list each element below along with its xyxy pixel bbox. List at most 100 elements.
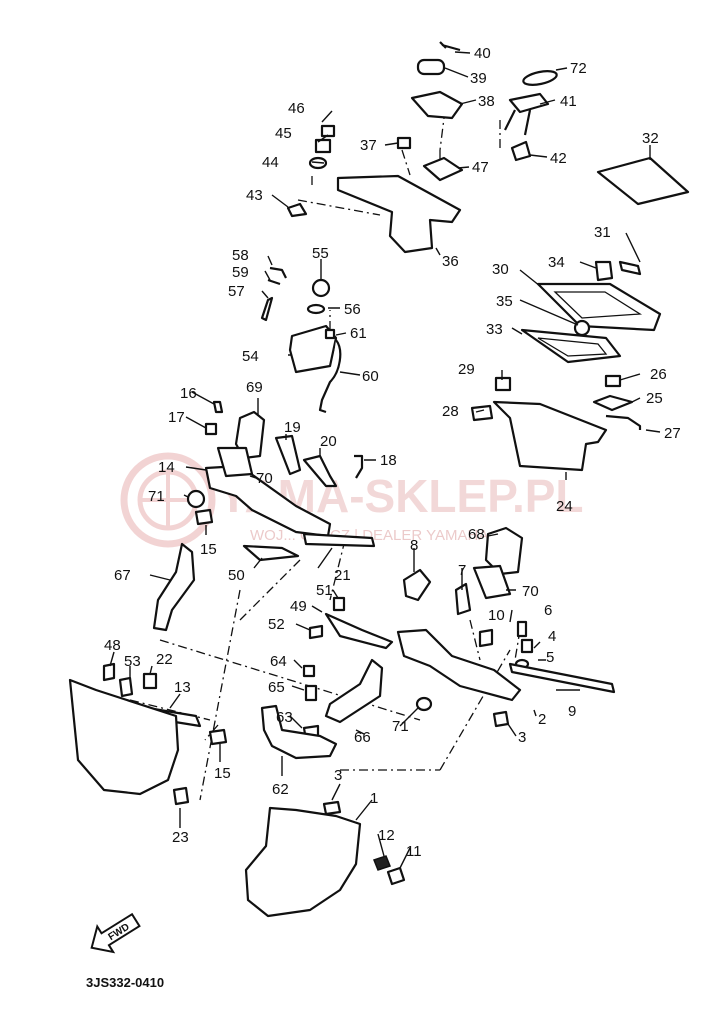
part-70-bracket-right: [472, 564, 512, 600]
callout-34: 34: [548, 254, 565, 271]
part-30-meter-cover: [536, 282, 662, 332]
part-6-bolt: [516, 620, 528, 638]
part-47-plate: [422, 156, 464, 182]
callout-1: 1: [370, 790, 378, 807]
part-21-rod: [302, 532, 376, 548]
part-36-main-bracket: [336, 174, 462, 254]
callout-25: 25: [646, 390, 663, 407]
part-24-meter-housing: [492, 400, 608, 472]
part-50-stay: [242, 544, 300, 562]
callout-45: 45: [275, 125, 292, 142]
part-54-tank: [288, 324, 338, 374]
callout-63: 63: [276, 709, 293, 726]
part-17-collar: [204, 422, 218, 436]
callout-57: 57: [228, 283, 245, 300]
callout-46: 46: [288, 100, 305, 117]
callout-3-lower: 3: [334, 767, 342, 784]
callout-66: 66: [354, 729, 371, 746]
part-9-rod: [508, 662, 616, 694]
part-18-bolt: [354, 454, 364, 479]
part-67-bracket: [152, 542, 196, 632]
callout-33: 33: [486, 321, 503, 338]
callout-42: 42: [550, 150, 567, 167]
fwd-arrow-icon: FWD: [90, 912, 141, 954]
part-10-collar: [478, 628, 494, 648]
part-19-bracket: [274, 434, 302, 476]
callout-23: 23: [172, 829, 189, 846]
callout-29: 29: [458, 361, 475, 378]
callout-62: 62: [272, 781, 289, 798]
part-71-grommet-right: [415, 696, 433, 712]
part-3-nut: [492, 710, 510, 728]
callout-28: 28: [442, 403, 459, 420]
part-31-spring: [618, 260, 642, 276]
part-1-cowl: [244, 806, 362, 918]
part-35-grommet: [573, 319, 591, 337]
callout-60: 60: [362, 368, 379, 385]
callout-53: 53: [124, 653, 141, 670]
part-41-bracket: [504, 92, 550, 136]
upper-bracket-group: [286, 41, 690, 254]
callout-59: 59: [232, 264, 249, 281]
part-8-stay: [402, 568, 432, 602]
lower-center-group: [244, 658, 406, 918]
callout-5: 5: [546, 649, 554, 666]
part-61-fitting: [324, 328, 336, 340]
part-34-knob: [594, 260, 614, 282]
leader-lines: [109, 51, 661, 869]
callout-71-right: 71: [392, 718, 409, 735]
callout-21: 21: [334, 567, 351, 584]
callout-70: 70: [256, 470, 273, 487]
callout-43: 43: [246, 187, 263, 204]
part-66-bracket: [324, 658, 384, 724]
part-55-cap: [311, 278, 331, 298]
part-2-main-stay: [396, 628, 522, 702]
callout-65: 65: [268, 679, 285, 696]
part-26-bolt: [604, 374, 622, 388]
part-22-clip: [142, 672, 158, 690]
callout-17: 17: [168, 409, 185, 426]
part-29-bolt: [494, 376, 512, 392]
part-4-bolt: [520, 638, 534, 654]
part-64-bolt: [302, 664, 316, 678]
callout-8: 8: [410, 537, 418, 554]
part-15-nut-lower: [208, 728, 228, 746]
part-7-plate: [454, 582, 472, 616]
callout-36: 36: [442, 253, 459, 270]
callout-9: 9: [568, 703, 576, 720]
callout-64: 64: [270, 653, 287, 670]
callout-50: 50: [228, 567, 245, 584]
meter-group: [470, 260, 662, 472]
callout-12: 12: [378, 827, 395, 844]
part-33-gasket: [520, 328, 622, 364]
callout-26: 26: [650, 366, 667, 383]
callout-48: 48: [104, 637, 121, 654]
callout-10: 10: [488, 607, 505, 624]
part-25-plate: [592, 394, 634, 412]
part-42-nut: [510, 140, 532, 162]
part-70-bracket: [216, 446, 254, 478]
part-23-collar: [172, 786, 190, 806]
part-52-washer: [308, 624, 324, 640]
callout-72: 72: [570, 60, 587, 77]
callout-58: 58: [232, 247, 249, 264]
callout-51: 51: [316, 582, 333, 599]
part-56-washer: [306, 303, 326, 315]
part-71-grommet: [186, 489, 206, 509]
callout-27: 27: [664, 425, 681, 442]
part-38-mount: [410, 90, 464, 120]
part-46-cap: [320, 124, 336, 138]
callout-44: 44: [262, 154, 279, 171]
part-62-stay: [260, 704, 338, 760]
callout-22: 22: [156, 651, 173, 668]
right-middle-group: [308, 526, 616, 728]
diagram-code: 3JS332-0410: [86, 975, 164, 990]
assembly-lines: [129, 109, 521, 801]
part-27-wire: [605, 414, 642, 430]
part-45-bolt: [314, 138, 332, 154]
callout-67: 67: [114, 567, 131, 584]
part-60-hose: [318, 339, 342, 414]
callout-61: 61: [350, 325, 367, 342]
callout-56: 56: [344, 301, 361, 318]
callout-31: 31: [594, 224, 611, 241]
